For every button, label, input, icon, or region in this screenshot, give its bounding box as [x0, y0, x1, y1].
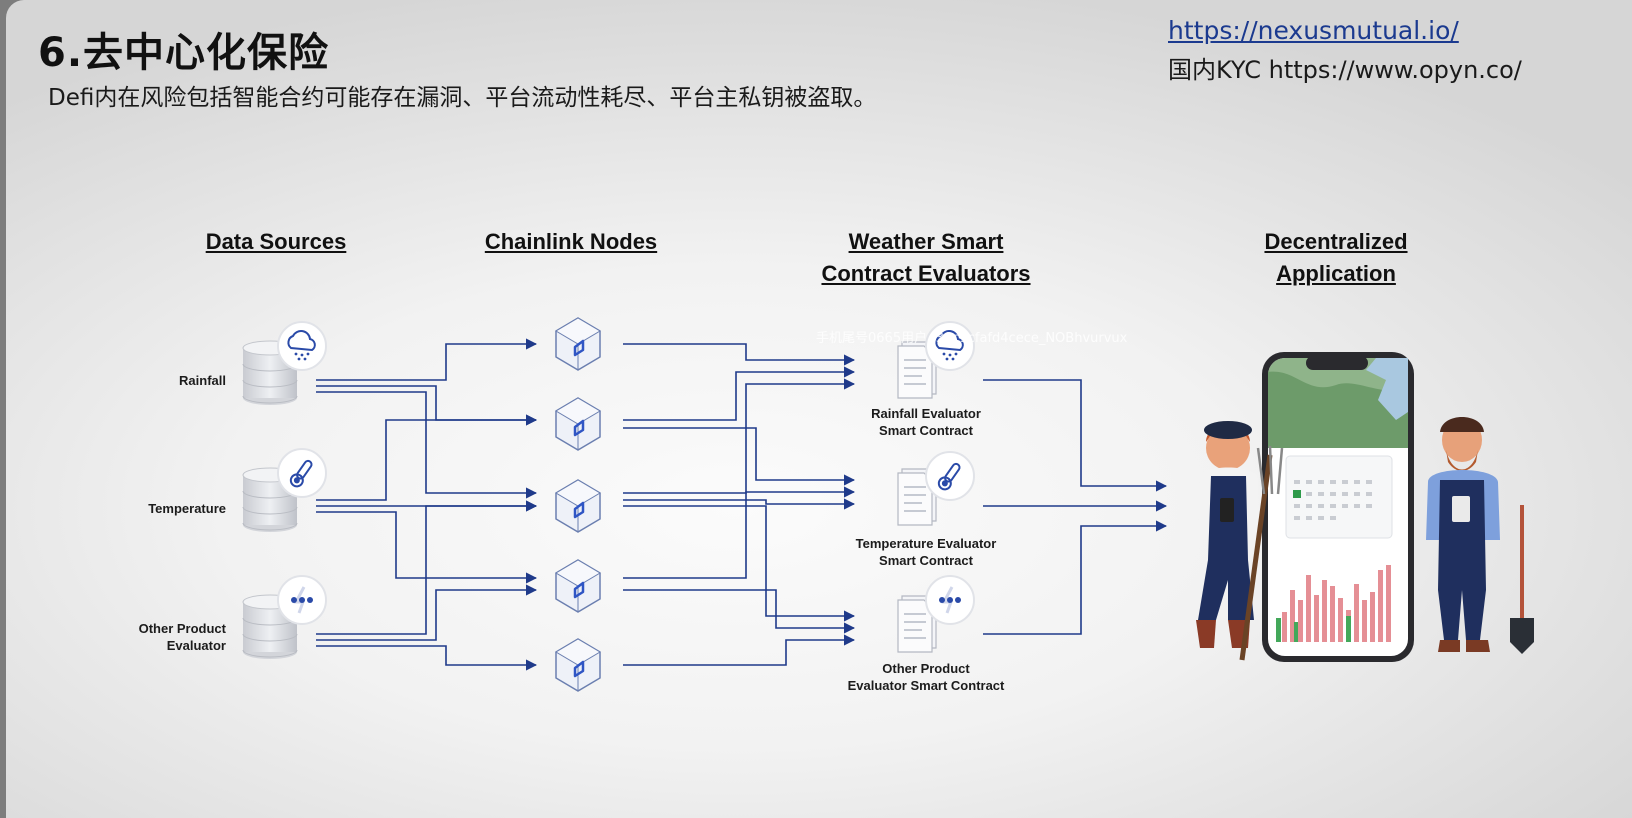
source-label-other-line2: Evaluator: [166, 638, 226, 653]
heading-evaluators-line2: Contract Evaluators: [821, 261, 1031, 286]
chainlink-node-icon: [554, 478, 602, 534]
farmer-man-illustration: [1426, 417, 1534, 654]
slide: 6.去中心化保险 Defi内在风险包括智能合约可能存在漏洞、平台流动性耗尽、平台…: [6, 0, 1632, 818]
heading-evaluators-line1: Weather Smart: [848, 229, 1004, 254]
evaluator-label-other-line1: Other Product: [882, 661, 970, 676]
smartphone-illustration: [1262, 352, 1414, 662]
heading-dapp-line2: Application: [1276, 261, 1396, 286]
evaluator-label-other-line2: Evaluator Smart Contract: [847, 678, 1005, 693]
chainlink-node-icon: [554, 637, 602, 693]
thermometer-icon: [277, 448, 327, 498]
heading-dapp-line1: Decentralized: [1264, 229, 1408, 254]
nexus-mutual-link[interactable]: https://nexusmutual.io/: [1168, 16, 1459, 45]
heading-data-sources: Data Sources: [205, 229, 347, 254]
evaluator-label-other: Other Product Evaluator Smart Contract: [816, 660, 1036, 694]
dots-bolt-icon: [925, 575, 975, 625]
chainlink-node-icon: [554, 316, 602, 372]
cloud-rain-icon: [277, 321, 327, 371]
heading-chainlink-nodes: Chainlink Nodes: [484, 229, 658, 254]
evaluator-label-rainfall-line1: Rainfall Evaluator: [871, 406, 981, 421]
flow-diagram: [242, 316, 1534, 693]
chainlink-node-icon: [554, 396, 602, 452]
source-label-rainfall: Rainfall: [179, 373, 226, 388]
dots-bolt-icon: [277, 575, 327, 625]
slide-subtitle: Defi内在风险包括智能合约可能存在漏洞、平台流动性耗尽、平台主私钥被盗取。: [48, 85, 877, 111]
thermometer-icon: [925, 451, 975, 501]
source-label-temperature: Temperature: [148, 501, 226, 516]
farmer-woman-illustration: [1196, 421, 1284, 661]
heading-evaluators: Weather Smart Contract Evaluators: [796, 226, 1056, 290]
evaluator-label-rainfall-line2: Smart Contract: [879, 423, 973, 438]
source-label-other: Other Product Evaluator: [106, 620, 226, 654]
chainlink-node-icon: [554, 558, 602, 614]
heading-dapp: Decentralized Application: [1206, 226, 1466, 290]
source-label-other-line1: Other Product: [138, 621, 226, 636]
evaluator-label-temperature: Temperature Evaluator Smart Contract: [826, 535, 1026, 569]
evaluator-label-temperature-line2: Smart Contract: [879, 553, 973, 568]
kyc-note: 国内KYC https://www.opyn.co/: [1168, 56, 1522, 84]
evaluator-label-temperature-line1: Temperature Evaluator: [855, 536, 997, 551]
slide-title: 6.去中心化保险: [38, 30, 330, 76]
evaluator-label-rainfall: Rainfall Evaluator Smart Contract: [836, 405, 1016, 439]
watermark-text: 手机尾号0665用户 f39c9cfafd4cece_NOBhvurvux: [816, 331, 1128, 346]
